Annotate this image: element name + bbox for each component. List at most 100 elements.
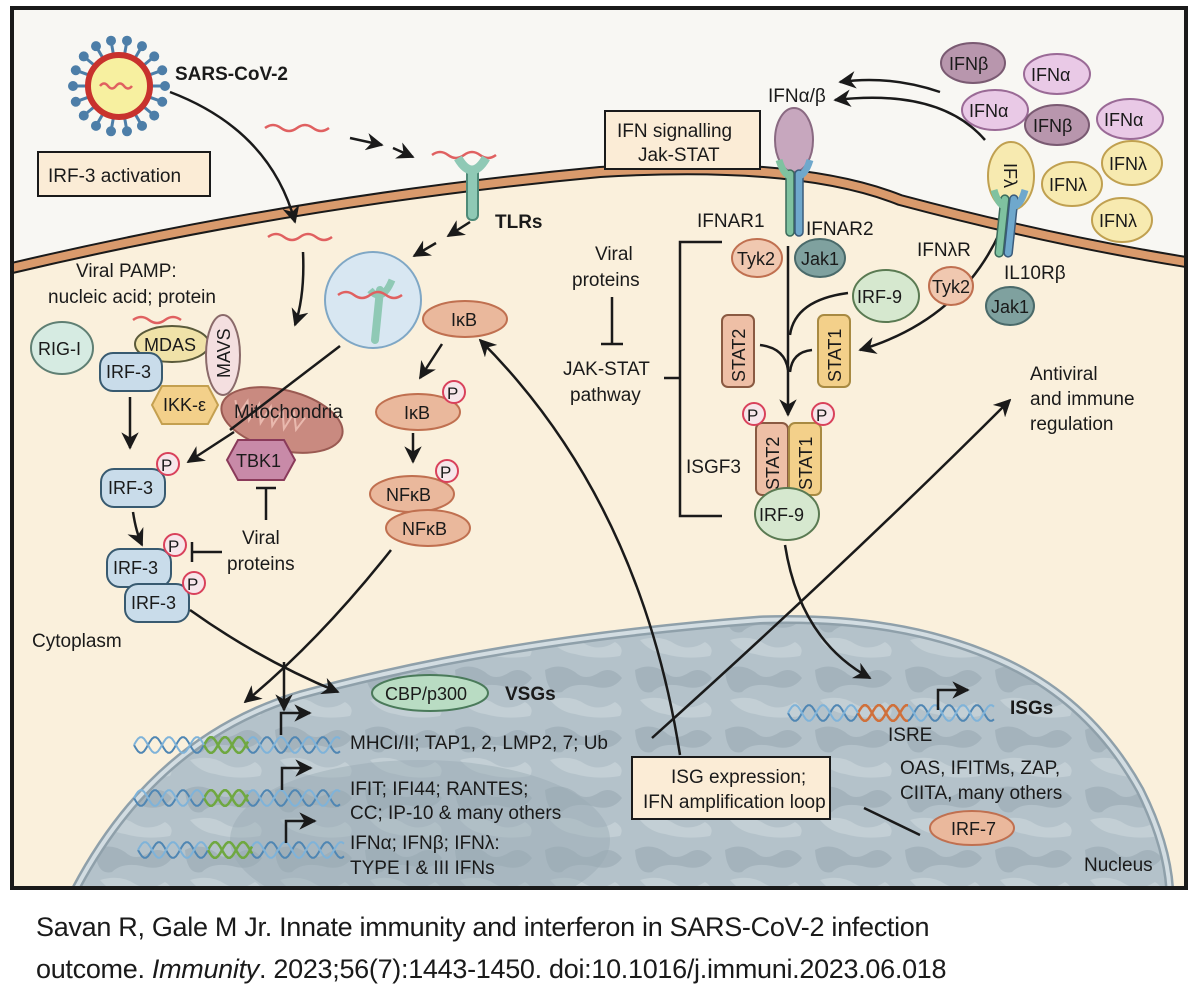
dna-highlight: [206, 840, 254, 860]
isre-dna-icon: [787, 703, 995, 723]
spike-protein: [121, 35, 132, 46]
ikb-node-1: [422, 300, 508, 338]
pamp-label-2: nucleic acid; protein: [48, 287, 216, 308]
svg-text:IFNβ: IFNβ: [949, 54, 988, 74]
isgf3-label: ISGF3: [686, 457, 741, 478]
stat1-label-1: STAT1: [825, 329, 845, 382]
il10rb-label: IL10Rβ: [1004, 263, 1066, 284]
dna-highlight: [856, 703, 908, 723]
ifn-lambda-molecule: IFNλ: [1041, 161, 1103, 207]
dna-highlight: [202, 735, 250, 755]
phospho-badge: P: [182, 571, 206, 595]
irf3-label-3: IRF-3: [113, 558, 158, 578]
endosome-icon: [324, 251, 422, 349]
irf3-activation-box: [37, 151, 211, 197]
tbk1-node: [225, 439, 297, 481]
irf3-label-1: IRF-3: [106, 362, 151, 382]
tlr-receptor-icon: [454, 155, 490, 221]
gene-group-2b: CC; IP-10 & many others: [350, 803, 561, 824]
citation-line-1: Savan R, Gale M Jr. Innate immunity and …: [36, 912, 930, 942]
phospho-badge: P: [742, 402, 766, 426]
stat2-label-2: STAT2: [763, 437, 783, 490]
ifn-alpha-molecule: IFNα: [1023, 53, 1091, 95]
isg-expression-label-1: ISG expression;: [671, 767, 806, 788]
spike-protein: [106, 126, 117, 137]
ifn-signalling-label-1: IFN signalling: [617, 121, 732, 142]
jak1-node-2: [985, 286, 1035, 326]
spike-protein: [121, 126, 132, 137]
jak-stat-label-1: JAK-STAT: [563, 359, 650, 380]
ifn-alpha-molecule: IFNα: [1096, 98, 1164, 140]
stat1-label-2: STAT1: [796, 437, 816, 490]
spike-protein: [106, 35, 117, 46]
spike-protein: [160, 81, 170, 91]
svg-text:P: P: [447, 384, 458, 403]
antiviral-label-1: Antiviral: [1030, 364, 1098, 385]
svg-text:IFNα: IFNα: [1104, 110, 1143, 130]
citation-details: . 2023;56(7):1443-1450. doi:10.1016/j.im…: [259, 954, 947, 984]
svg-text:P: P: [168, 537, 179, 556]
citation-line-2: outcome. Immunity. 2023;56(7):1443-1450.…: [36, 948, 1186, 990]
isg-expression-label-2: IFN amplification loop: [643, 792, 826, 813]
isg-expression-box: [631, 756, 831, 820]
mitochondria-icon: [220, 386, 344, 454]
mavs-label: MAVS: [214, 328, 234, 378]
stat1-node-1: [817, 314, 851, 388]
tlrs-label: TLRs: [495, 212, 543, 233]
ifn-lambda-molecule: IFNλ: [1101, 140, 1163, 186]
spike-protein: [157, 65, 168, 76]
isg-list-2: CIITA, many others: [900, 783, 1062, 804]
vsgs-label: VSGs: [505, 684, 556, 705]
phospho-badge: P: [156, 452, 180, 476]
spike-protein: [78, 110, 89, 121]
tyk2-label-1: Tyk2: [737, 249, 775, 269]
svg-text:IFNλ: IFNλ: [1109, 154, 1147, 174]
irf3-node-2: [100, 468, 166, 508]
nfkb-node-2: [385, 509, 471, 547]
pathway-diagram: SARS-CoV-2 IRF-3 activation TLRs Viral P…: [10, 6, 1188, 890]
spike-protein: [149, 110, 160, 121]
antiviral-label-2: and immune: [1030, 389, 1135, 410]
gene-group-3b: TYPE I & III IFNs: [350, 858, 495, 879]
stat2-node-1: [721, 314, 755, 388]
rig-i-label: RIG-I: [38, 339, 81, 359]
svg-text:IFNλ: IFNλ: [1099, 211, 1137, 231]
spike-protein: [91, 120, 101, 131]
ifn-lambda-bound-label: IFλ: [1000, 163, 1020, 188]
sars-cov-2-virus-icon: [68, 35, 170, 137]
gene-group-3a: IFNα; IFNβ; IFNλ:: [350, 833, 500, 854]
viral-proteins-label-1a: Viral: [242, 528, 280, 549]
svg-text:IFNα: IFNα: [969, 101, 1008, 121]
ifn-signalling-label-2: Jak-STAT: [638, 145, 720, 166]
ifnar1-label: IFNAR1: [697, 211, 765, 232]
jak1-node-1: [794, 238, 846, 278]
irf3-activation-label: IRF-3 activation: [48, 166, 181, 187]
svg-text:IFNλ: IFNλ: [1049, 175, 1087, 195]
ikk-epsilon-label: IKK-ε: [163, 395, 206, 415]
tyk2-node-1: [731, 238, 783, 278]
irf7-node: [929, 810, 1015, 846]
citation-title-end: outcome.: [36, 954, 145, 984]
cytoplasm-label: Cytoplasm: [32, 631, 122, 652]
ifn-beta-molecule: IFNβ: [1024, 104, 1090, 146]
cbp-p300-node: [371, 674, 489, 712]
svg-text:P: P: [161, 456, 172, 475]
spike-protein: [157, 96, 168, 107]
spike-protein: [91, 41, 101, 52]
dna-highlight: [202, 788, 250, 808]
spike-protein: [149, 51, 160, 62]
tbk1-label: TBK1: [236, 451, 281, 471]
irf3-node-1: [99, 352, 163, 392]
spike-protein: [68, 81, 78, 91]
svg-text:P: P: [816, 406, 827, 425]
jak1-label-2: Jak1: [991, 297, 1029, 317]
tyk2-label-2: Tyk2: [932, 277, 970, 297]
ifn-lambda-receptor-label: IFNλR: [917, 240, 971, 261]
spike-protein: [137, 41, 147, 52]
mdas-label: MDAS: [144, 335, 196, 355]
phospho-badge: P: [442, 380, 466, 404]
phospho-badge: P: [435, 459, 459, 483]
gene-group-1: MHCI/II; TAP1, 2, LMP2, 7; Ub: [350, 733, 608, 754]
citation-journal: Immunity: [151, 954, 259, 984]
spike-protein: [70, 96, 81, 107]
